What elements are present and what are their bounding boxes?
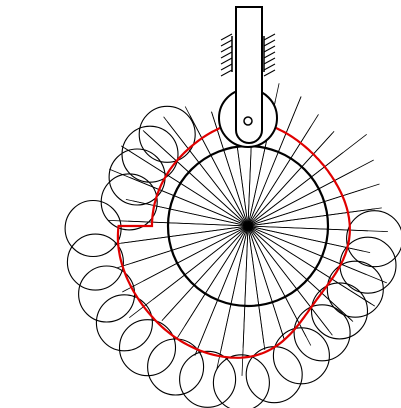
roller-circle bbox=[95, 294, 153, 352]
roller-circle bbox=[212, 354, 270, 408]
roller-pin bbox=[243, 116, 253, 126]
radial-line bbox=[129, 177, 387, 284]
radial-line bbox=[184, 106, 307, 337]
roller-circle bbox=[66, 233, 124, 291]
roller-circle bbox=[147, 338, 205, 396]
radial-line bbox=[120, 145, 372, 305]
radial-line bbox=[132, 200, 371, 253]
guide-hatch-left bbox=[220, 33, 233, 77]
roller-circle bbox=[272, 327, 330, 385]
radial-line bbox=[129, 152, 344, 319]
guide-hatch-right bbox=[263, 33, 276, 77]
roller-circle bbox=[346, 210, 401, 268]
roller-circle bbox=[118, 319, 177, 377]
roller-circle bbox=[100, 173, 158, 231]
roller-circle bbox=[64, 199, 122, 258]
radial-line bbox=[114, 208, 375, 245]
pitch-curve bbox=[116, 120, 351, 359]
roller-circle bbox=[121, 125, 179, 183]
roller-circle bbox=[179, 350, 237, 408]
radial-line bbox=[184, 114, 319, 326]
roller-follower bbox=[218, 6, 278, 148]
radial-line bbox=[163, 116, 330, 331]
radial-line bbox=[116, 188, 365, 269]
follower-stem bbox=[235, 6, 263, 144]
roller-circle bbox=[326, 260, 384, 318]
roller-circle bbox=[293, 304, 351, 362]
roller-circle bbox=[138, 105, 196, 163]
roller-circle bbox=[310, 282, 369, 340]
radial-line bbox=[122, 170, 353, 293]
roller-circles bbox=[64, 105, 401, 408]
